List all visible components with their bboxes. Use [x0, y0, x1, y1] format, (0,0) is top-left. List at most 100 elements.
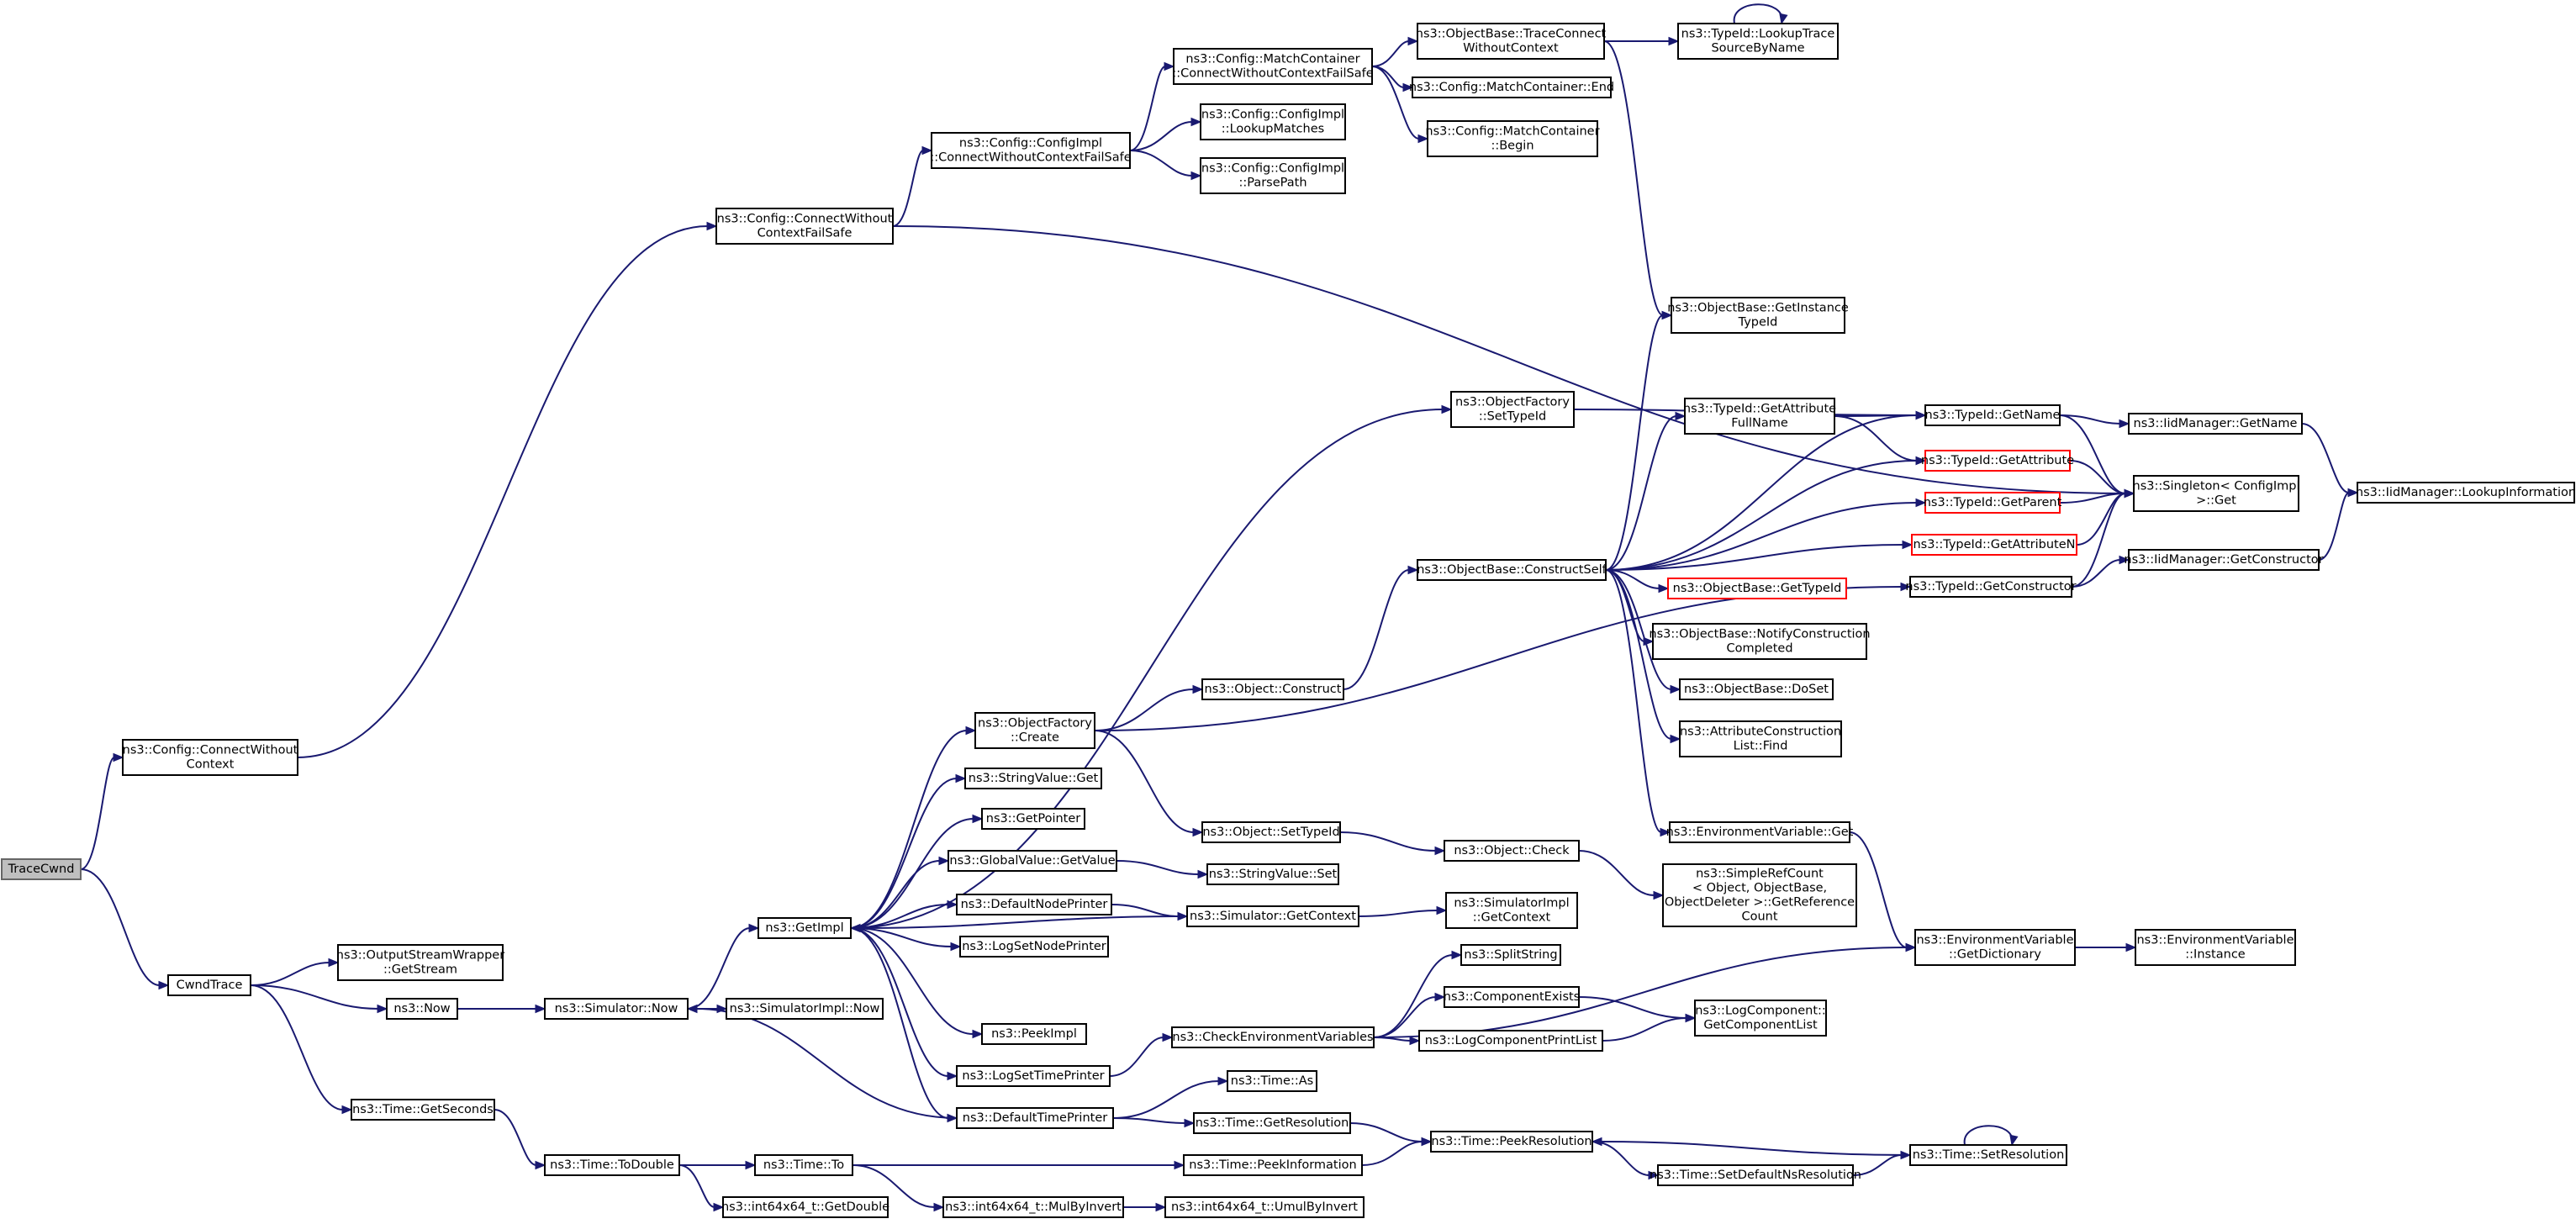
- node-logsettimeprinter[interactable]: ns3::LogSetTimePrinter: [956, 1065, 1111, 1087]
- edge-arrowhead: [535, 1004, 546, 1014]
- node-objectbase-constructself[interactable]: ns3::ObjectBase::ConstructSelf: [1417, 559, 1607, 581]
- node-object-settypeid[interactable]: ns3::Object::SetTypeId: [1201, 821, 1341, 843]
- node-simulatorimpl-getcontext[interactable]: ns3::SimulatorImpl::GetContext: [1445, 892, 1578, 929]
- node-simulator-getcontext[interactable]: ns3::Simulator::GetContext: [1186, 905, 1359, 927]
- node-config-connectwithoutcontextfailsafe[interactable]: ns3::Config::ConnectWithoutContextFailSa…: [715, 208, 894, 245]
- node-time-setresolution[interactable]: ns3::Time::SetResolution: [1909, 1144, 2067, 1166]
- node-objectfactory-settypeid[interactable]: ns3::ObjectFactory::SetTypeId: [1450, 391, 1575, 428]
- edge-arrowhead: [1653, 890, 1665, 900]
- edge-getimpl-to-logsettimeprinter: [850, 927, 958, 1081]
- node-typeid-getparent[interactable]: ns3::TypeId::GetParent: [1924, 492, 2062, 514]
- node-time-todouble[interactable]: ns3::Time::ToDouble: [544, 1154, 680, 1176]
- node-matchcontainer-begin[interactable]: ns3::Config::MatchContainer::Begin: [1425, 120, 1600, 157]
- node-time-peekresolution[interactable]: ns3::Time::PeekResolution: [1430, 1131, 1593, 1153]
- node-iidmanager-getname[interactable]: ns3::IidManager::GetName: [2128, 413, 2303, 435]
- node-objectbase-doset[interactable]: ns3::ObjectBase::DoSet: [1679, 678, 1834, 700]
- node-environmentvariable-getdictionary[interactable]: ns3::EnvironmentVariable::GetDictionary: [1914, 929, 2076, 966]
- node-box: [959, 936, 1109, 958]
- node-object-construct[interactable]: ns3::Object::Construct: [1201, 678, 1344, 700]
- node-getpointer[interactable]: ns3::GetPointer: [981, 808, 1085, 830]
- node-outputstreamwrapper-getstream[interactable]: ns3::OutputStreamWrapper::GetStream: [336, 944, 504, 981]
- node-objectbase-traceconnectwithoutcontext[interactable]: ns3::ObjectBase::TraceConnectWithoutCont…: [1416, 23, 1607, 60]
- node-logsetnodeprinter[interactable]: ns3::LogSetNodePrinter: [959, 936, 1109, 958]
- node-componentexists[interactable]: ns3::ComponentExists: [1444, 986, 1581, 1008]
- node-label: Completed: [1726, 642, 1792, 656]
- node-time-getresolution[interactable]: ns3::Time::GetResolution: [1193, 1112, 1351, 1134]
- node-label: ns3::Config::ConnectWithout: [717, 213, 893, 226]
- node-splitstring[interactable]: ns3::SplitString: [1460, 944, 1561, 966]
- node-box: [1667, 578, 1847, 599]
- call-edges: [80, 3, 2359, 1212]
- node-stringvalue-set[interactable]: ns3::StringValue::Set: [1206, 863, 1339, 885]
- node-objectbase-gettypeid[interactable]: ns3::ObjectBase::GetTypeId: [1667, 578, 1847, 599]
- node-globalvalue-getvalue[interactable]: ns3::GlobalValue::GetValue: [948, 850, 1117, 872]
- edge-arrowhead: [921, 145, 933, 156]
- node-time-setdefaultnsresolution[interactable]: ns3::Time::SetDefaultNsResolution: [1650, 1164, 1861, 1186]
- node-configimpl-parsepath[interactable]: ns3::Config::ConfigImpl::ParsePath: [1200, 157, 1346, 194]
- node-simulatorimpl-now[interactable]: ns3::SimulatorImpl::Now: [726, 998, 884, 1020]
- node-config-connectwithoutcontext[interactable]: ns3::Config::ConnectWithoutContext: [122, 739, 298, 776]
- node-label: FullName: [1731, 417, 1788, 430]
- node-matchcontainer-connectwithoutcontextfailsafe[interactable]: ns3::Config::MatchContainer::ConnectWith…: [1172, 48, 1374, 85]
- edge-arrowhead: [1900, 582, 1912, 592]
- node-int64x64-mulbyinvert[interactable]: ns3::int64x64_t::MulByInvert: [942, 1196, 1124, 1218]
- node-box: [167, 974, 251, 996]
- edge-time-todouble-to-int64x64-getdouble: [678, 1164, 725, 1212]
- node-simplerefcount-getreferencecount[interactable]: ns3::SimpleRefCount< Object, ObjectBase,…: [1662, 863, 1857, 927]
- node-object-check[interactable]: ns3::Object::Check: [1444, 840, 1580, 862]
- node-time-getseconds[interactable]: ns3::Time::GetSeconds: [351, 1099, 495, 1121]
- edge-line: [1605, 544, 1904, 571]
- edge-objectfactory-create-to-object-construct: [1094, 684, 1204, 731]
- node-typeid-getattributen[interactable]: ns3::TypeId::GetAttributeN: [1911, 534, 2077, 556]
- node-box: [715, 208, 894, 245]
- node-typeid-getconstructor[interactable]: ns3::TypeId::GetConstructor: [1905, 576, 2077, 598]
- node-typeid-getname[interactable]: ns3::TypeId::GetName: [1924, 404, 2061, 426]
- node-peekimpl[interactable]: ns3::PeekImpl: [981, 1023, 1087, 1045]
- node-label: ns3::Time::PeekInformation: [1189, 1158, 1356, 1172]
- node-defaulttimeprinter[interactable]: ns3::DefaultTimePrinter: [956, 1107, 1114, 1129]
- node-logcomponent-getcomponentlist[interactable]: ns3::LogComponent::GetComponentList: [1694, 1000, 1827, 1037]
- node-environmentvariable-instance[interactable]: ns3::EnvironmentVariable::Instance: [2135, 929, 2296, 966]
- node-logcomponentprintlist[interactable]: ns3::LogComponentPrintList: [1418, 1030, 1603, 1052]
- node-stringvalue-get[interactable]: ns3::StringValue::Get: [964, 768, 1102, 789]
- node-getimpl[interactable]: ns3::GetImpl: [757, 917, 852, 939]
- node-cwndtrace[interactable]: CwndTrace: [167, 974, 251, 996]
- edge-objectbase-constructself-to-typeid-getattributen: [1605, 540, 1914, 571]
- node-int64x64-umulbyinvert[interactable]: ns3::int64x64_t::UmulByInvert: [1164, 1196, 1365, 1218]
- node-defaultnodeprinter[interactable]: ns3::DefaultNodePrinter: [956, 894, 1112, 915]
- node-objectfactory-create[interactable]: ns3::ObjectFactory::Create: [974, 712, 1095, 749]
- node-now[interactable]: ns3::Now: [386, 998, 458, 1020]
- node-time-as[interactable]: ns3::Time::As: [1227, 1070, 1317, 1092]
- node-environmentvariable-get[interactable]: ns3::EnvironmentVariable::Get: [1666, 821, 1854, 843]
- node-time-peekinformation[interactable]: ns3::Time::PeekInformation: [1183, 1154, 1363, 1176]
- edge-arrowhead: [955, 773, 967, 783]
- edge-time-to-to-time-peekinformation: [852, 1160, 1185, 1170]
- node-int64x64-getdouble[interactable]: ns3::int64x64_t::GetDouble: [721, 1196, 889, 1218]
- node-matchcontainer-end[interactable]: ns3::Config::MatchContainer::End: [1409, 76, 1614, 98]
- edge-matchcontainer-connectwithoutcontextfailsafe-to-matchcontainer-begin: [1371, 66, 1429, 144]
- node-label: ns3::Time::GetSeconds: [352, 1103, 494, 1116]
- node-typeid-getattribute[interactable]: ns3::TypeId::GetAttribute: [1921, 450, 2074, 472]
- node-label: ns3::ObjectBase::GetTypeId: [1673, 582, 1842, 595]
- node-label: ns3::SplitString: [1464, 948, 1557, 962]
- node-configimpl-connectwithoutcontextfailsafe[interactable]: ns3::Config::ConfigImpl::ConnectWithoutC…: [930, 132, 1132, 169]
- node-label: ContextFailSafe: [757, 227, 853, 240]
- node-tracecwnd[interactable]: TraceCwnd: [1, 858, 82, 880]
- node-iidmanager-lookupinformation[interactable]: ns3::IidManager::LookupInformation: [2356, 482, 2576, 504]
- node-simulator-now[interactable]: ns3::Simulator::Now: [544, 998, 689, 1020]
- edge-line: [850, 927, 949, 1077]
- node-box: [1200, 157, 1346, 194]
- edge-arrowhead: [1658, 583, 1670, 594]
- node-iidmanager-getconstructor[interactable]: ns3::IidManager::GetConstructor: [2124, 549, 2324, 571]
- node-objectbase-notifyconstructioncompleted[interactable]: ns3::ObjectBase::NotifyConstructionCompl…: [1649, 623, 1871, 660]
- node-box: [931, 132, 1131, 169]
- edge-line: [2059, 414, 2126, 494]
- node-singleton-configimpl-get[interactable]: ns3::Singleton< ConfigImpl>::Get: [2133, 475, 2300, 512]
- node-checkenvironmentvariables[interactable]: ns3::CheckEnvironmentVariables: [1171, 1026, 1375, 1048]
- node-configimpl-lookupmatches[interactable]: ns3::Config::ConfigImpl::LookupMatches: [1200, 103, 1346, 140]
- node-time-to[interactable]: ns3::Time::To: [754, 1154, 853, 1176]
